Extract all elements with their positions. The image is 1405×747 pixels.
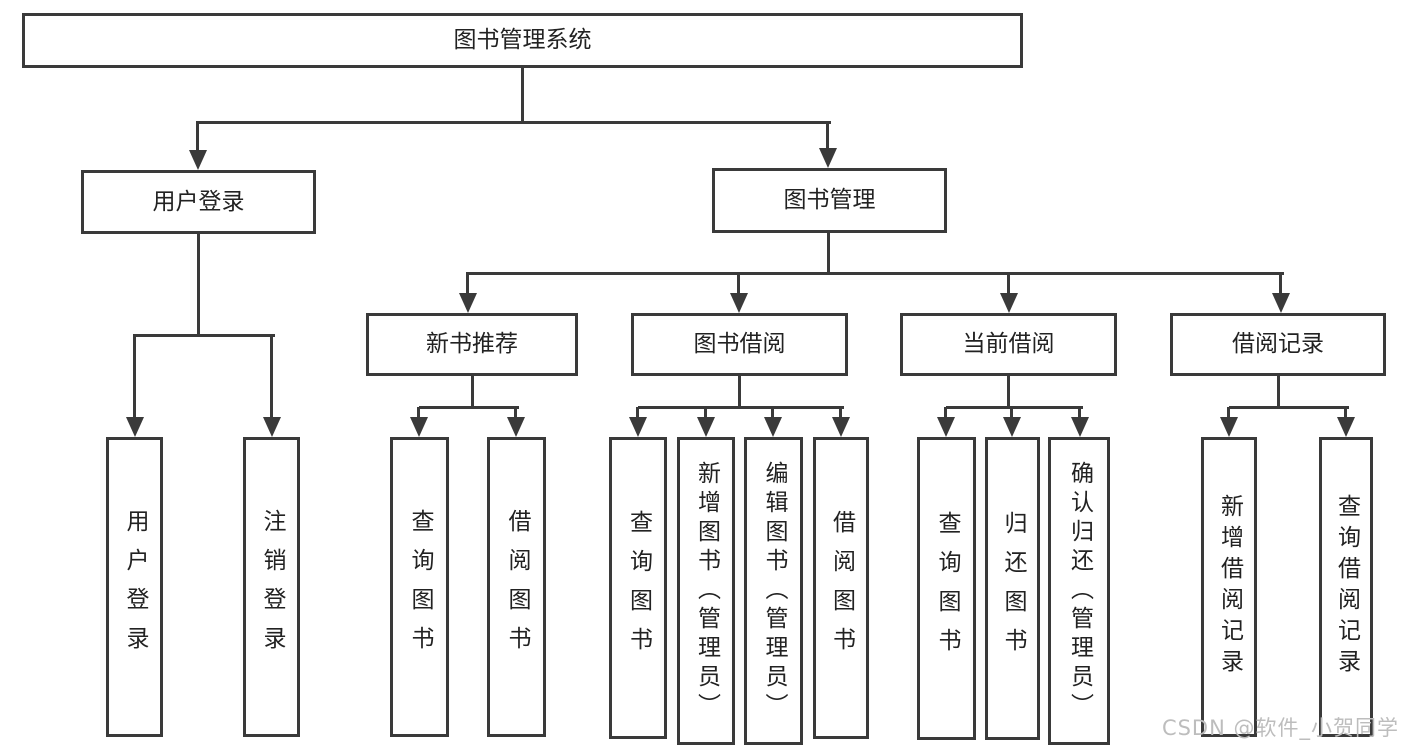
leaf-logout: 注销登录 xyxy=(243,437,300,737)
leaf-borrow-book-label: 借阅图书 xyxy=(828,510,855,666)
connector-bookmgmt-stem xyxy=(827,233,830,273)
arrowhead-to-leaf-logout xyxy=(263,334,281,437)
connector-current-stem xyxy=(1007,376,1010,407)
leaf-record-add-label: 新增借阅记录 xyxy=(1216,494,1243,680)
leaf-newbook-borrow-label: 借阅图书 xyxy=(504,509,530,665)
connector-userlogin-branch xyxy=(135,334,275,337)
connector-newbook-stem xyxy=(471,376,474,407)
arrowhead-to-current-confirm xyxy=(1071,407,1089,437)
leaf-current-confirm-admin: 确认归还（管理员） xyxy=(1048,437,1110,745)
leaf-borrow-add-admin-label: 新增图书（管理员） xyxy=(693,460,720,722)
leaf-borrow-query-label: 查询图书 xyxy=(625,510,652,666)
leaf-borrow-query: 查询图书 xyxy=(609,437,667,739)
leaf-current-query-label: 查询图书 xyxy=(934,510,960,667)
connector-root-branch xyxy=(198,121,831,124)
leaf-record-query-label: 查询借阅记录 xyxy=(1333,494,1360,680)
arrowhead-to-record-query xyxy=(1337,407,1355,437)
node-book-borrowing: 图书借阅 xyxy=(631,313,848,376)
connector-current-branch xyxy=(946,406,1083,409)
node-book-management: 图书管理 xyxy=(712,168,947,233)
arrowhead-to-current-query xyxy=(937,407,955,437)
leaf-borrow-edit-admin: 编辑图书（管理员） xyxy=(744,437,803,745)
node-borrowing-records: 借阅记录 xyxy=(1170,313,1386,376)
node-current-borrowing: 当前借阅 xyxy=(900,313,1117,376)
leaf-record-add: 新增借阅记录 xyxy=(1201,437,1257,737)
arrowhead-to-new-book-recommend xyxy=(459,272,477,313)
arrowhead-to-borrow-query xyxy=(629,407,647,437)
connector-root-stem xyxy=(521,68,524,122)
connector-bookmgmt-branch xyxy=(468,272,1284,275)
arrowhead-to-current-borrowing xyxy=(1000,272,1018,313)
node-book-management-label: 图书管理 xyxy=(783,187,876,213)
csdn-watermark: CSDN @软件_小贺同学 xyxy=(1161,716,1399,740)
node-user-login: 用户登录 xyxy=(81,170,316,234)
leaf-user-login-label: 用户登录 xyxy=(122,509,148,665)
leaf-borrow-add-admin: 新增图书（管理员） xyxy=(677,437,735,745)
connector-borrowing-branch xyxy=(638,406,844,409)
leaf-newbook-query: 查询图书 xyxy=(390,437,449,737)
node-root: 图书管理系统 xyxy=(22,13,1023,68)
node-borrowing-records-label: 借阅记录 xyxy=(1232,331,1324,357)
leaf-user-login: 用户登录 xyxy=(106,437,163,737)
connector-records-stem xyxy=(1277,376,1280,407)
arrowhead-to-newbook-query xyxy=(410,407,428,437)
leaf-current-return: 归还图书 xyxy=(985,437,1040,740)
node-user-login-label: 用户登录 xyxy=(152,188,245,215)
connector-borrowing-stem xyxy=(738,376,741,407)
node-new-book-recommend-label: 新书推荐 xyxy=(426,331,518,357)
leaf-logout-label: 注销登录 xyxy=(259,509,285,665)
arrowhead-to-book-management xyxy=(819,121,837,168)
arrowhead-to-borrow-book xyxy=(832,407,850,437)
leaf-current-query: 查询图书 xyxy=(917,437,976,740)
arrowhead-to-leaf-user-login xyxy=(126,334,144,437)
arrowhead-to-borrow-edit xyxy=(764,407,782,437)
arrowhead-to-record-add xyxy=(1220,407,1238,437)
arrowhead-to-newbook-borrow xyxy=(507,407,525,437)
leaf-borrow-edit-admin-label: 编辑图书（管理员） xyxy=(761,460,787,722)
arrowhead-to-current-return xyxy=(1003,407,1021,437)
leaf-newbook-query-label: 查询图书 xyxy=(407,509,433,665)
arrowhead-to-borrowing-records xyxy=(1272,272,1290,313)
node-current-borrowing-label: 当前借阅 xyxy=(962,331,1055,357)
connector-newbook-branch xyxy=(419,406,519,409)
leaf-borrow-book: 借阅图书 xyxy=(813,437,869,739)
leaf-record-query: 查询借阅记录 xyxy=(1319,437,1373,737)
arrowhead-to-user-login xyxy=(189,121,207,170)
leaf-newbook-borrow: 借阅图书 xyxy=(487,437,546,737)
node-new-book-recommend: 新书推荐 xyxy=(366,313,578,376)
connector-records-branch xyxy=(1229,406,1349,409)
arrowhead-to-borrow-add xyxy=(697,407,715,437)
leaf-current-confirm-admin-label: 确认归还（管理员） xyxy=(1066,460,1093,722)
leaf-current-return-label: 归还图书 xyxy=(1000,510,1026,667)
connector-userlogin-stem xyxy=(197,234,200,335)
arrowhead-to-book-borrowing xyxy=(730,272,748,313)
node-book-borrowing-label: 图书借阅 xyxy=(693,331,786,357)
node-root-label: 图书管理系统 xyxy=(453,27,592,53)
